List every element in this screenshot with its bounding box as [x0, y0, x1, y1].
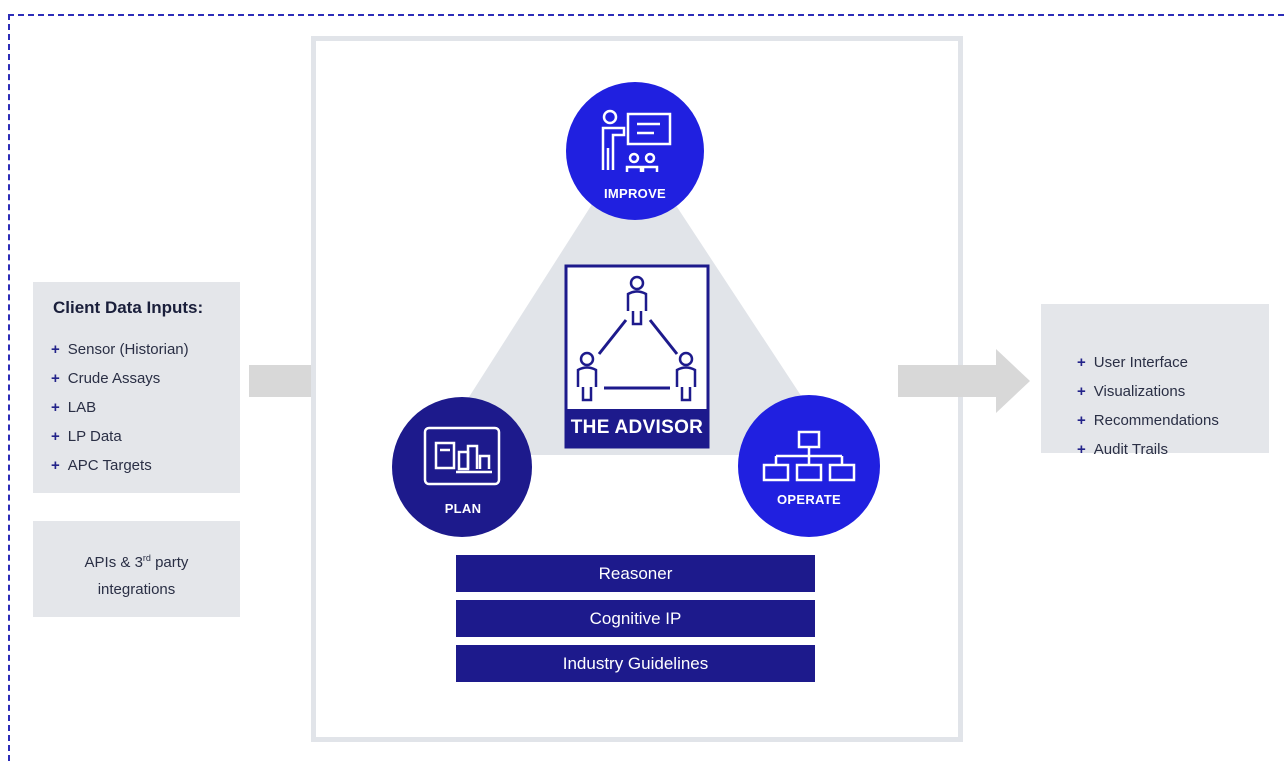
- dashed-border-left: [8, 14, 10, 761]
- plus-icon: +: [1077, 354, 1086, 371]
- the-advisor-label: THE ADVISOR: [566, 409, 708, 447]
- list-item: +User Interface: [1077, 354, 1188, 371]
- plus-icon: +: [51, 457, 60, 474]
- plan-circle: [392, 397, 532, 537]
- plus-icon: +: [51, 370, 60, 387]
- inputs-title: Client Data Inputs:: [53, 298, 204, 317]
- output-arrow-icon: [898, 349, 1030, 413]
- outputs-list: +User Interface +Visualizations +Recomme…: [1077, 348, 1219, 464]
- blueprint-icon: [423, 426, 501, 486]
- list-item: +Audit Trails: [1077, 441, 1168, 458]
- list-item: +Visualizations: [1077, 383, 1186, 400]
- industry-guidelines-bar: Industry Guidelines: [456, 645, 815, 682]
- list-item: +LAB: [51, 399, 97, 416]
- improve-label: IMPROVE: [603, 186, 667, 201]
- plus-icon: +: [51, 341, 60, 358]
- dashed-border-top: [8, 14, 1284, 16]
- client-data-inputs-panel: Client Data Inputs: +Sensor (Historian) …: [33, 282, 240, 493]
- plus-icon: +: [1077, 441, 1086, 458]
- apis-text: APIs & 3rd party integrations: [84, 553, 189, 598]
- plus-icon: +: [1077, 412, 1086, 429]
- apis-panel: APIs & 3rd party integrations: [33, 521, 240, 617]
- list-item: +Sensor (Historian): [51, 341, 189, 358]
- list-item: +Recommendations: [1077, 412, 1219, 429]
- plan-label: PLAN: [444, 501, 482, 516]
- hierarchy-icon: [762, 430, 856, 482]
- plus-icon: +: [51, 399, 60, 416]
- list-item: +LP Data: [51, 428, 122, 445]
- cognitive-ip-bar: Cognitive IP: [456, 600, 815, 637]
- plus-icon: +: [1077, 383, 1086, 400]
- list-item: +APC Targets: [51, 457, 152, 474]
- inputs-list: +Sensor (Historian) +Crude Assays +LAB +…: [51, 335, 189, 480]
- plus-icon: +: [51, 428, 60, 445]
- operate-label: OPERATE: [777, 492, 841, 507]
- list-item: +Crude Assays: [51, 370, 161, 387]
- reasoner-bar: Reasoner: [456, 555, 815, 592]
- presentation-icon: [601, 109, 672, 172]
- outputs-panel: +User Interface +Visualizations +Recomme…: [1041, 304, 1269, 458]
